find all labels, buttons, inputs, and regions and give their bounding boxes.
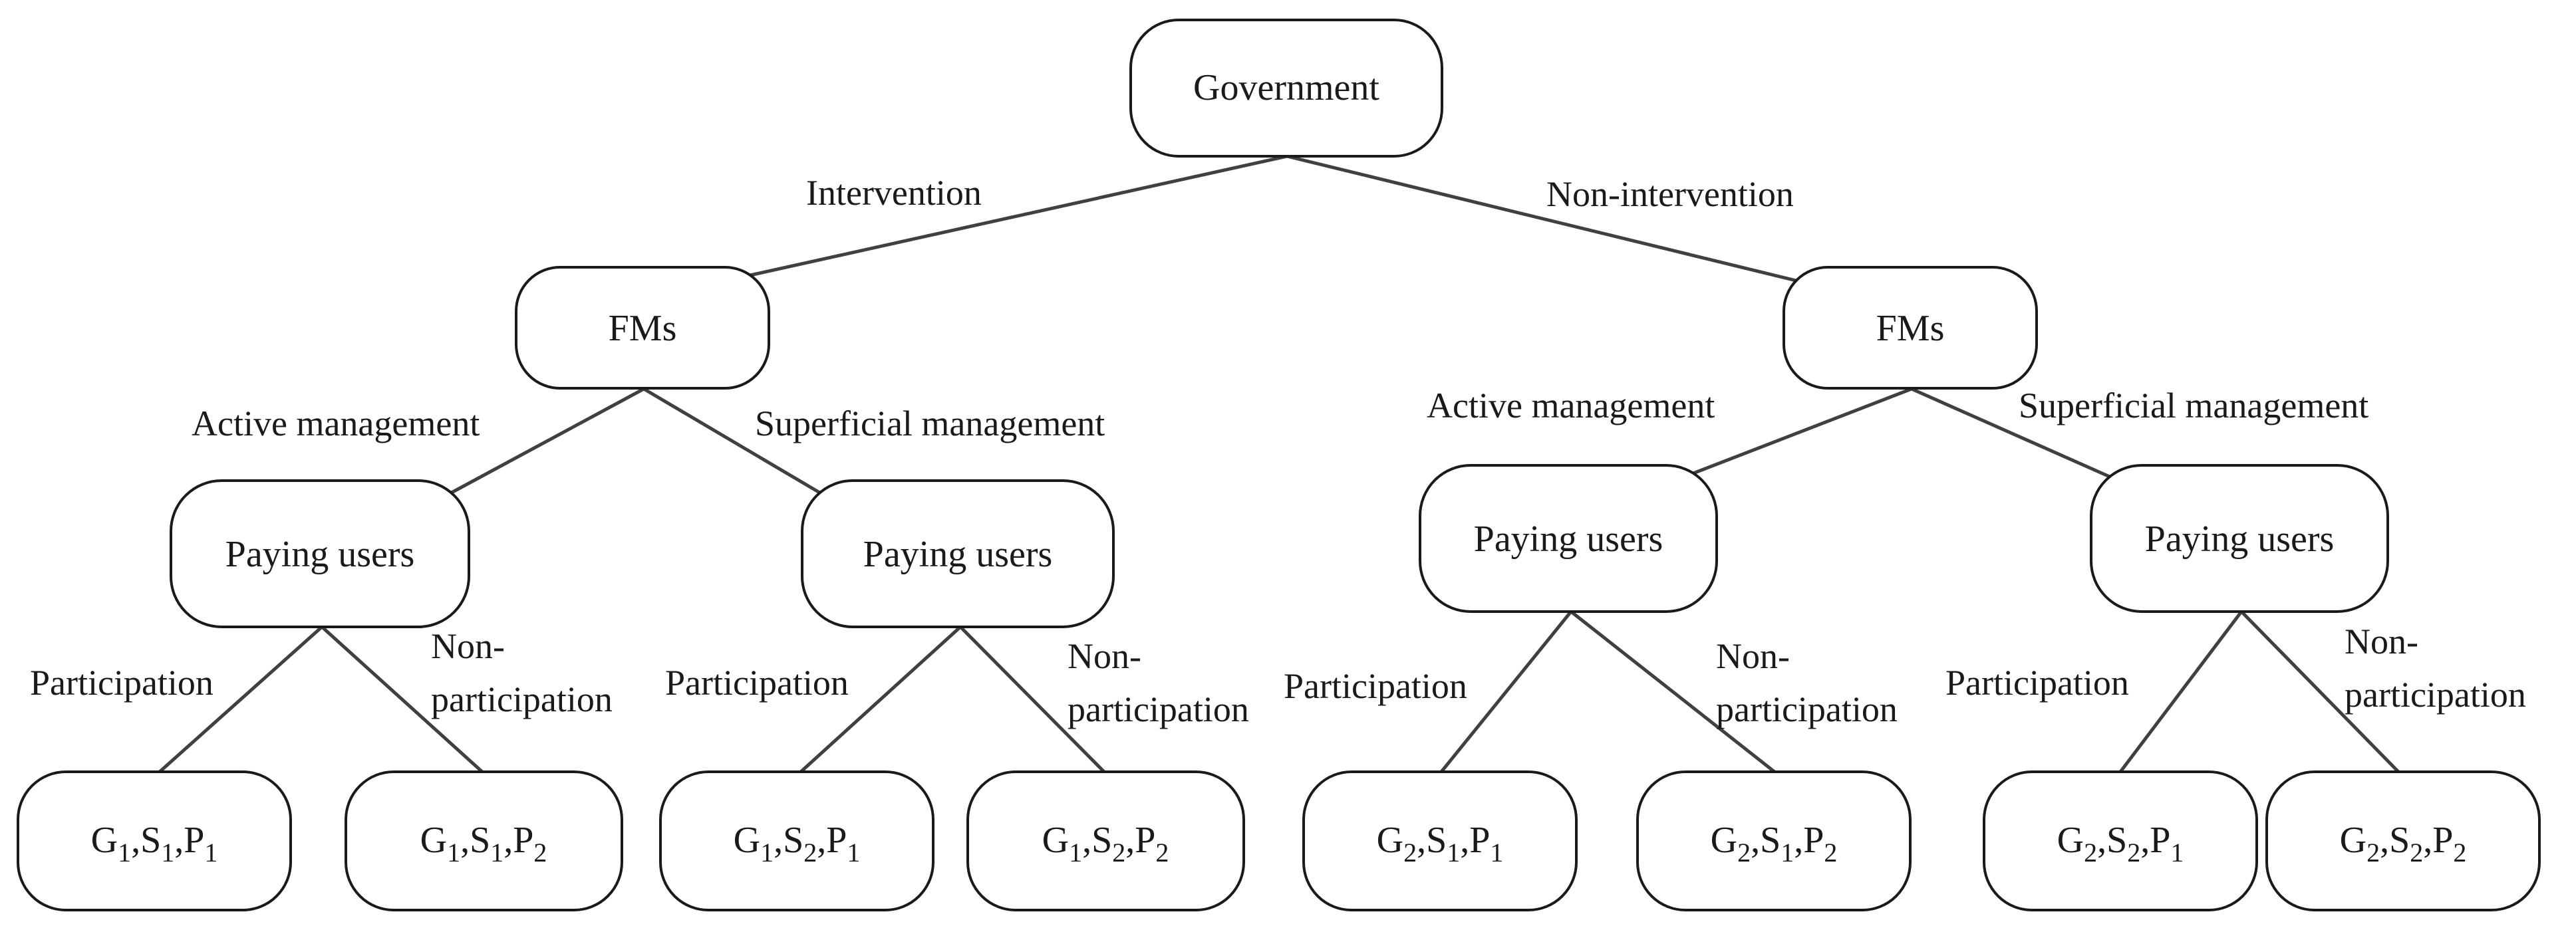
edge-users4-participation: [2119, 610, 2243, 773]
edge-government-intervention: [750, 154, 1288, 277]
user-branch-labels-2: Participation Non- participation: [665, 636, 1249, 729]
paying-users-node-1: Paying users: [170, 479, 470, 628]
paying-users-node-3: Paying users: [1419, 464, 1718, 613]
left-superficial-management-label: Superficial management: [755, 404, 1105, 443]
edge-users1-non-participation: [321, 626, 484, 773]
edge-users2-non-participation: [959, 626, 1105, 773]
outcome-node-6: G2,S1,P2: [1636, 770, 1912, 911]
non-participation-label-1-line1: Non-: [431, 626, 505, 666]
outcome-node-2: G1,S1,P2: [345, 770, 623, 911]
outcome-node-3: G1,S2,P1: [659, 770, 934, 911]
edge-users2-participation: [799, 626, 962, 773]
participation-label-4: Participation: [1945, 663, 2129, 703]
fms-node-right: FMs: [1783, 266, 2038, 390]
outcome-1-label: G1,S1,P1: [91, 820, 218, 868]
non-participation-label-4-line2: participation: [2345, 675, 2526, 715]
outcome-3-label: G1,S2,P1: [734, 820, 861, 868]
paying-users-1-label: Paying users: [225, 534, 415, 575]
outcome-4-label: G1,S2,P2: [1042, 820, 1169, 868]
outcome-node-4: G1,S2,P2: [966, 770, 1245, 911]
non-participation-label-3-line1: Non-: [1716, 636, 1790, 676]
fms-node-left: FMs: [515, 266, 770, 390]
non-participation-label-2-line2: participation: [1068, 689, 1249, 729]
user-branch-labels-1: Participation Non- participation: [30, 626, 613, 719]
edge-fms-right-superficial: [1910, 387, 2112, 479]
user-branch-labels-4: Participation Non- participation: [1945, 622, 2526, 715]
intervention-label: Intervention: [806, 173, 982, 213]
right-superficial-management-label: Superficial management: [2019, 386, 2368, 425]
edge-fms-left-superficial: [643, 387, 822, 495]
outcome-2-label: G1,S1,P2: [420, 820, 547, 868]
paying-users-2-label: Paying users: [863, 534, 1053, 575]
edge-users3-participation: [1440, 610, 1572, 773]
non-participation-label-3-line2: participation: [1716, 689, 1898, 729]
edge-users3-non-participation: [1570, 610, 1776, 773]
edge-users1-participation: [158, 626, 323, 773]
fms-left-label: FMs: [609, 308, 677, 349]
outcome-7-label: G2,S2,P1: [2057, 820, 2184, 868]
paying-users-node-4: Paying users: [2090, 464, 2389, 613]
non-intervention-label: Non-intervention: [1546, 174, 1794, 214]
edge-government-non-intervention: [1286, 154, 1796, 283]
non-participation-label-4-line1: Non-: [2345, 622, 2418, 661]
fms-right-label: FMs: [1876, 308, 1945, 349]
outcome-node-5: G2,S1,P1: [1302, 770, 1578, 911]
right-active-management-label: Active management: [1427, 386, 1715, 425]
paying-users-3-label: Paying users: [1474, 519, 1663, 560]
edge-users4-non-participation: [2240, 610, 2400, 773]
left-active-management-label: Active management: [192, 404, 480, 443]
non-participation-label-1-line2: participation: [431, 679, 613, 719]
government-node: Government: [1129, 19, 1443, 158]
outcome-8-label: G2,S2,P2: [2340, 820, 2467, 868]
government-label: Government: [1193, 67, 1379, 108]
outcome-5-label: G2,S1,P1: [1377, 820, 1504, 868]
outcome-node-8: G2,S2,P2: [2265, 770, 2541, 911]
non-participation-label-2-line1: Non-: [1068, 636, 1141, 676]
paying-users-node-2: Paying users: [801, 479, 1115, 628]
outcome-6-label: G2,S1,P2: [1711, 820, 1838, 868]
edge-fms-left-active: [449, 387, 645, 495]
participation-label-2: Participation: [665, 663, 849, 703]
tree-edges: [158, 154, 2400, 773]
edge-fms-right-active: [1682, 387, 1912, 479]
participation-label-3: Participation: [1284, 666, 1467, 706]
outcome-node-1: G1,S1,P1: [17, 770, 292, 911]
paying-users-4-label: Paying users: [2145, 519, 2335, 560]
participation-label-1: Participation: [30, 663, 214, 703]
user-branch-labels-3: Participation Non- participation: [1284, 636, 1898, 729]
outcome-node-7: G2,S2,P1: [1983, 770, 2258, 911]
